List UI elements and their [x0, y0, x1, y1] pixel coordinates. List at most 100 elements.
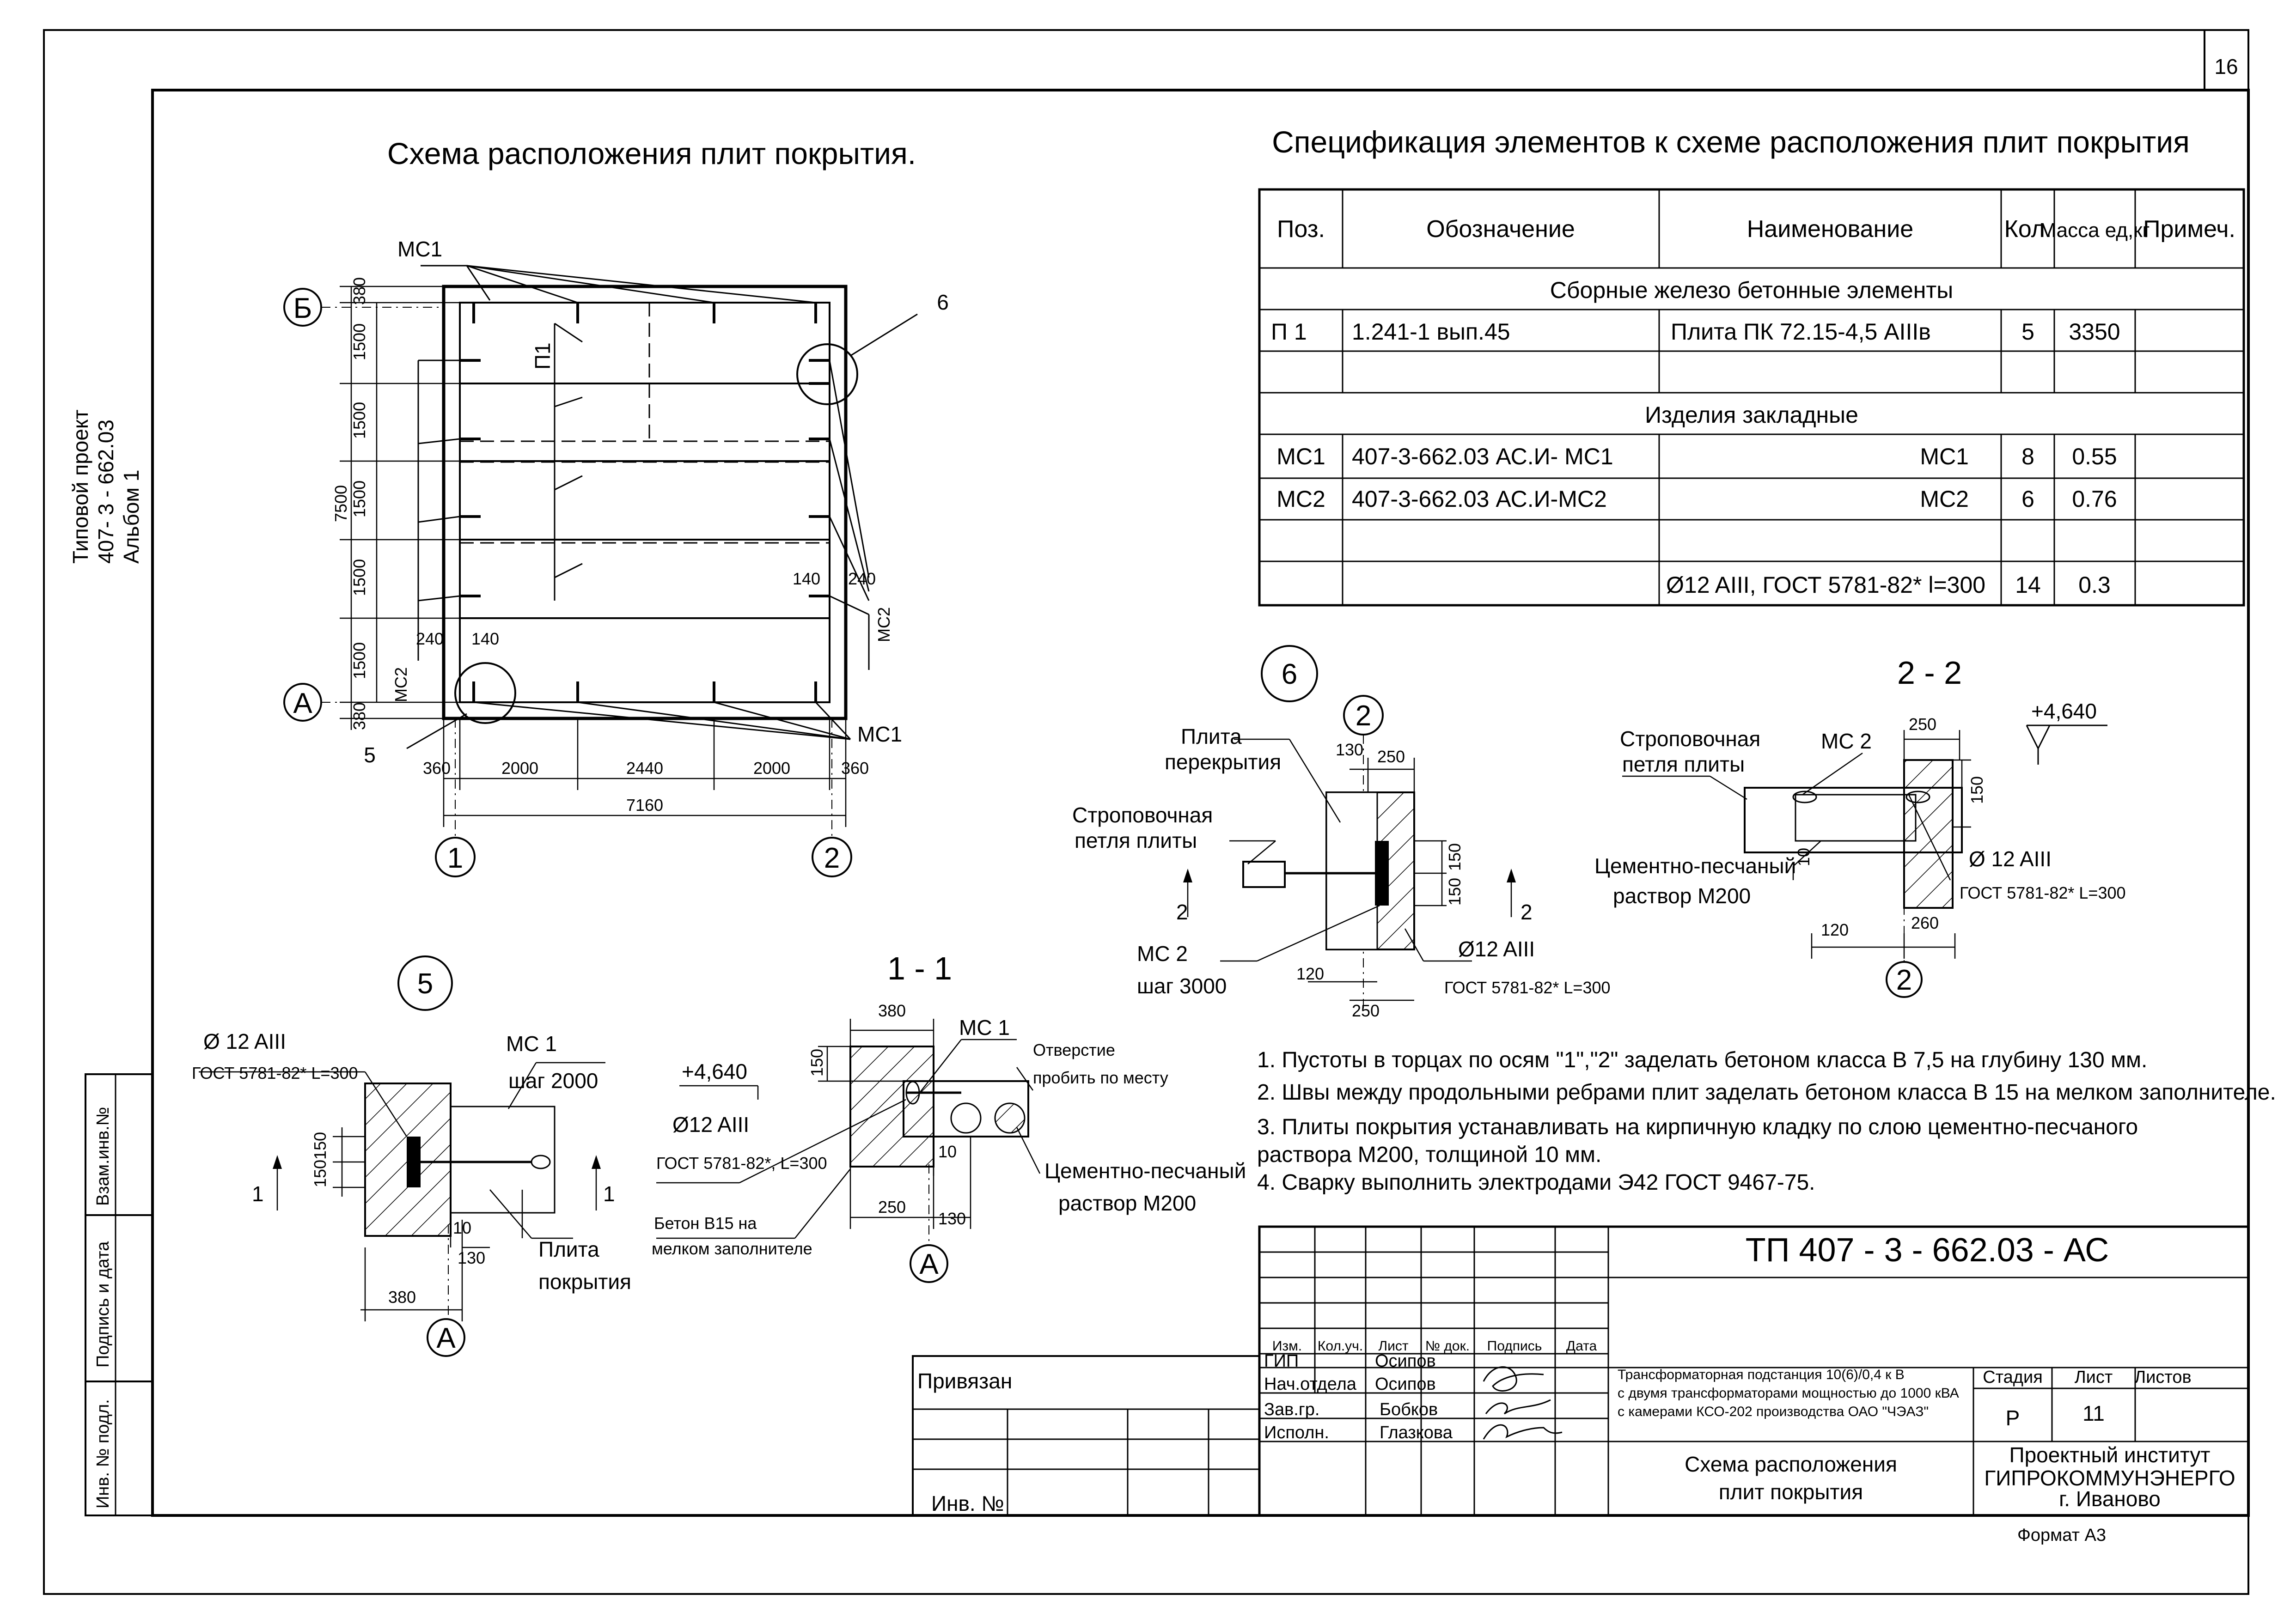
svg-text:Отверстие: Отверстие — [1033, 1040, 1115, 1059]
svg-text:Подпись: Подпись — [1487, 1338, 1542, 1354]
svg-text:1500: 1500 — [350, 481, 369, 517]
svg-text:10: 10 — [938, 1142, 957, 1161]
side-stamp: Типовой проект 407- 3 - 662.03 Альбом 1 — [68, 409, 143, 564]
svg-text:Инв. № подл.: Инв. № подл. — [93, 1399, 113, 1508]
svg-text:120: 120 — [1821, 920, 1849, 939]
svg-text:ГИПРОКОММУНЭНЕРГО: ГИПРОКОММУНЭНЕРГО — [1984, 1466, 2235, 1490]
svg-text:6: 6 — [937, 290, 949, 314]
svg-text:шаг 2000: шаг 2000 — [508, 1069, 598, 1093]
svg-text:1 - 1: 1 - 1 — [887, 950, 952, 986]
svg-text:360: 360 — [841, 759, 869, 778]
svg-text:МС 2: МС 2 — [1821, 729, 1872, 753]
svg-text:А: А — [293, 687, 312, 719]
svg-text:2: 2 — [824, 842, 840, 874]
svg-text:2000: 2000 — [501, 759, 538, 778]
svg-text:150: 150 — [1445, 878, 1464, 906]
svg-text:Кол.уч.: Кол.уч. — [1318, 1338, 1363, 1354]
svg-text:с двумя трансформаторами мощно: с двумя трансформаторами мощностью до 10… — [1618, 1386, 1959, 1401]
svg-text:Изделия закладные: Изделия закладные — [1645, 402, 1858, 428]
title-block: Привязан Инв. № ТП 407 - 3 - 662.03 - АС… — [912, 1225, 2250, 1545]
svg-text:130: 130 — [938, 1209, 966, 1228]
svg-text:6: 6 — [1282, 658, 1297, 690]
svg-text:Плита: Плита — [1181, 724, 1242, 748]
detail-6: 6 2 — [1072, 645, 1611, 1020]
svg-text:407- 3 - 662.03: 407- 3 - 662.03 — [94, 420, 118, 564]
svg-text:0.3: 0.3 — [2078, 572, 2111, 598]
sheet-number: 16 — [2214, 55, 2238, 79]
svg-text:МС1: МС1 — [1920, 444, 1969, 469]
svg-text:Поз.: Поз. — [1277, 216, 1325, 243]
svg-text:Привязан: Привязан — [917, 1369, 1012, 1393]
svg-text:1.241-1 вып.45: 1.241-1 вып.45 — [1352, 319, 1510, 345]
svg-text:с камерами КСО-202 производств: с камерами КСО-202 производства ОАО "ЧЭА… — [1618, 1404, 1929, 1419]
svg-text:пробить по месту: пробить по месту — [1033, 1068, 1168, 1087]
svg-text:11: 11 — [2082, 1401, 2105, 1425]
svg-text:г. Иваново: г. Иваново — [2059, 1487, 2161, 1511]
svg-text:2000: 2000 — [753, 759, 790, 778]
svg-text:1500: 1500 — [350, 559, 369, 596]
svg-text:ГОСТ 5781-82* L=300: ГОСТ 5781-82* L=300 — [1960, 883, 2126, 902]
svg-text:Дата: Дата — [1566, 1338, 1597, 1354]
svg-text:10: 10 — [453, 1218, 471, 1237]
svg-text:3. Плиты покрытия устанавливат: 3. Плиты покрытия устанавливать на кирпи… — [1257, 1115, 2138, 1139]
svg-text:1500: 1500 — [350, 323, 369, 360]
svg-text:Осипов: Осипов — [1375, 1351, 1436, 1371]
svg-text:Осипов: Осипов — [1375, 1375, 1436, 1394]
svg-text:240: 240 — [416, 629, 444, 648]
svg-text:150: 150 — [311, 1132, 330, 1160]
svg-text:2: 2 — [1521, 900, 1533, 924]
svg-text:2: 2 — [1356, 700, 1371, 732]
spec-title: Спецификация элементов к схеме расположе… — [1272, 125, 2190, 159]
svg-text:140: 140 — [471, 629, 499, 648]
svg-text:120: 120 — [1296, 964, 1324, 983]
svg-text:П 1: П 1 — [1271, 319, 1307, 345]
svg-text:2: 2 — [1176, 900, 1188, 924]
svg-text:250: 250 — [1909, 715, 1936, 734]
svg-text:260: 260 — [1911, 913, 1939, 932]
svg-text:МС1: МС1 — [1276, 444, 1325, 469]
svg-text:Кол.: Кол. — [2004, 216, 2052, 243]
svg-text:7500: 7500 — [331, 485, 350, 522]
svg-text:Примеч.: Примеч. — [2143, 216, 2235, 243]
scheme-title: Схема расположения плит покрытия. — [387, 136, 916, 170]
svg-text:5: 5 — [417, 968, 433, 1000]
svg-text:150: 150 — [1967, 776, 1986, 804]
svg-text:ГИП: ГИП — [1264, 1351, 1299, 1371]
svg-text:П1: П1 — [531, 342, 555, 370]
svg-text:А: А — [436, 1322, 456, 1354]
svg-text:раствор М200: раствор М200 — [1058, 1191, 1196, 1215]
svg-text:3350: 3350 — [2069, 319, 2120, 345]
svg-text:Цементно-песчаный: Цементно-песчаный — [1594, 854, 1796, 878]
section-2-2: 2 - 2 +4,640 2 2 — [1594, 655, 2126, 998]
svg-text:1500: 1500 — [350, 642, 369, 679]
svg-text:Изм.: Изм. — [1272, 1338, 1302, 1354]
svg-text:Бобков: Бобков — [1380, 1400, 1438, 1419]
svg-text:МС 1: МС 1 — [959, 1016, 1010, 1040]
svg-text:2: 2 — [1896, 964, 1912, 996]
svg-text:петля плиты: петля плиты — [1622, 752, 1745, 776]
svg-text:Плита: Плита — [538, 1237, 599, 1261]
svg-text:Листов: Листов — [2134, 1368, 2191, 1387]
svg-text:Исполн.: Исполн. — [1264, 1423, 1329, 1442]
svg-text:ГОСТ 5781-82* L=300: ГОСТ 5781-82* L=300 — [1444, 978, 1611, 997]
svg-text:0.76: 0.76 — [2072, 486, 2117, 512]
svg-text:380: 380 — [388, 1288, 416, 1307]
svg-text:МС1: МС1 — [397, 237, 442, 261]
svg-text:407-3-662.03 АС.И-МС2: 407-3-662.03 АС.И-МС2 — [1352, 486, 1607, 512]
svg-text:150: 150 — [807, 1049, 826, 1077]
svg-text:Ø 12 AIII: Ø 12 AIII — [203, 1029, 286, 1053]
svg-text:шаг 3000: шаг 3000 — [1137, 974, 1227, 998]
svg-text:перекрытия: перекрытия — [1165, 750, 1281, 774]
svg-text:Масса ед,кг: Масса ед,кг — [2039, 219, 2150, 242]
svg-text:МС2: МС2 — [391, 667, 410, 702]
svg-text:130: 130 — [458, 1248, 485, 1267]
svg-text:ГОСТ 5781-82*, L=300: ГОСТ 5781-82*, L=300 — [656, 1154, 827, 1173]
svg-text:14: 14 — [2015, 572, 2041, 598]
svg-text:1500: 1500 — [350, 402, 369, 439]
svg-text:Трансформаторная подстанция 10: Трансформаторная подстанция 10(6)/0,4 к … — [1618, 1367, 1905, 1382]
svg-text:ТП 407 - 3 - 662.03 - АС: ТП 407 - 3 - 662.03 - АС — [1746, 1232, 2109, 1269]
svg-text:380: 380 — [878, 1001, 906, 1020]
svg-text:10: 10 — [1794, 848, 1813, 866]
svg-text:5: 5 — [364, 743, 376, 767]
